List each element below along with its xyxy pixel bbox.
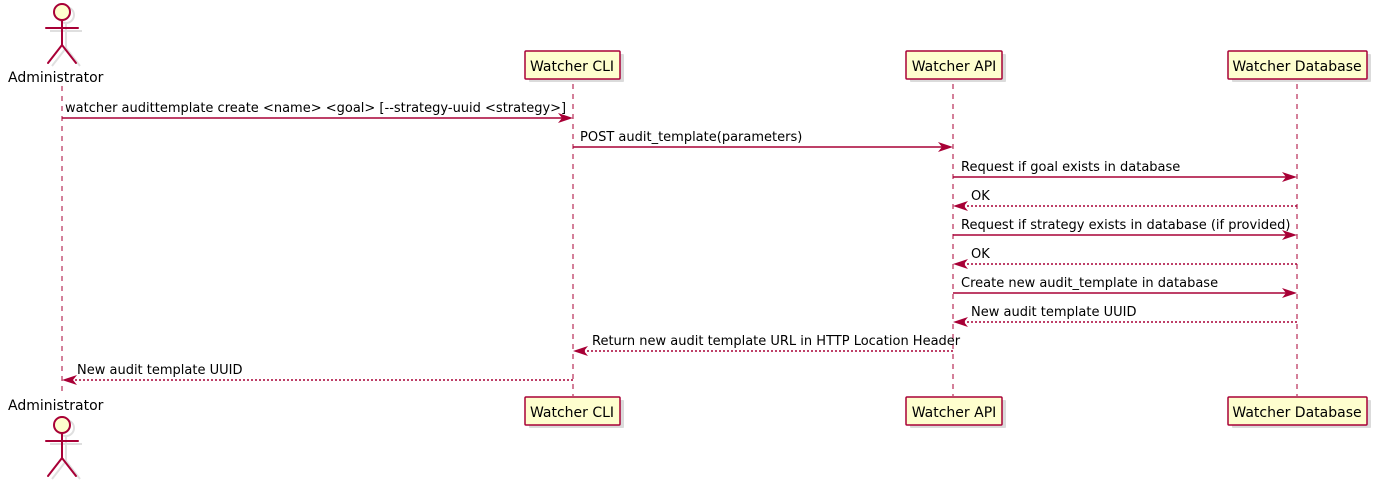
message-5-label: Request if strategy exists in database (… <box>961 218 1290 233</box>
message-2-label: POST audit_template(parameters) <box>580 130 802 145</box>
message-9: Return new audit template URL in HTTP Lo… <box>573 334 961 356</box>
message-3-arrowhead-icon <box>1282 172 1297 182</box>
message-9-label: Return new audit template URL in HTTP Lo… <box>592 334 961 349</box>
participant-box-watcher-api-top[interactable]: Watcher API <box>905 50 1006 82</box>
message-2: POST audit_template(parameters) <box>573 130 953 152</box>
actor-administrator-bottom: Administrator <box>8 398 104 480</box>
message-5-arrowhead-icon <box>1282 230 1297 240</box>
message-4-label: OK <box>971 189 990 204</box>
actor-label-administrator-top: Administrator <box>8 70 104 86</box>
actor-leg-right-icon <box>61 457 77 477</box>
participant-label-watcher-cli-bottom: Watcher CLI <box>530 405 614 421</box>
message-7: Create new audit_template in database <box>953 276 1297 298</box>
message-8-label: New audit template UUID <box>971 305 1136 320</box>
message-1-label: watcher audittemplate create <name> <goa… <box>65 101 566 116</box>
message-4: OK <box>953 189 1297 211</box>
message-6: OK <box>953 247 1297 269</box>
message-6-label: OK <box>971 247 990 262</box>
participant-box-watcher-api-bottom[interactable]: Watcher API <box>905 396 1006 428</box>
message-8-arrowhead-icon <box>953 317 968 327</box>
message-7-arrowhead-icon <box>1282 288 1297 298</box>
message-4-arrowhead-icon <box>953 201 968 211</box>
message-1-arrowhead-icon <box>558 113 573 123</box>
actor-head-icon <box>53 3 71 21</box>
actor-leg-right-icon <box>61 44 77 64</box>
message-9-arrowhead-icon <box>573 346 588 356</box>
message-1: watcher audittemplate create <name> <goa… <box>62 101 573 123</box>
actor-leg-left-icon <box>47 457 63 477</box>
message-7-label: Create new audit_template in database <box>961 276 1218 291</box>
actor-leg-left-icon <box>47 44 63 64</box>
lifelines <box>61 84 1298 396</box>
participant-label-watcher-api-top: Watcher API <box>912 59 997 75</box>
actor-administrator-top: Administrator <box>8 3 104 86</box>
message-10-arrowhead-icon <box>62 375 77 385</box>
message-3: Request if goal exists in database <box>953 160 1297 182</box>
participant-box-watcher-cli-bottom[interactable]: Watcher CLI <box>524 396 624 428</box>
participant-box-shape[interactable] <box>905 50 1003 80</box>
participant-label-watcher-api-bottom: Watcher API <box>912 405 997 421</box>
participant-box-shape[interactable] <box>1227 50 1368 80</box>
participant-box-watcher-cli-top[interactable]: Watcher CLI <box>524 50 624 82</box>
message-5: Request if strategy exists in database (… <box>953 218 1297 240</box>
participant-box-watcher-database-top[interactable]: Watcher Database <box>1227 50 1371 82</box>
message-8: New audit template UUID <box>953 305 1297 327</box>
participant-box-shape[interactable] <box>905 396 1003 426</box>
participant-box-shape[interactable] <box>524 396 621 426</box>
actor-label-administrator-bottom: Administrator <box>8 398 104 414</box>
message-3-label: Request if goal exists in database <box>961 160 1180 175</box>
participant-box-watcher-database-bottom[interactable]: Watcher Database <box>1227 396 1371 428</box>
participant-label-watcher-cli-top: Watcher CLI <box>530 59 614 75</box>
participant-label-watcher-database-top: Watcher Database <box>1232 59 1361 75</box>
message-2-arrowhead-icon <box>938 142 953 152</box>
participant-box-shape[interactable] <box>524 50 621 80</box>
participant-label-watcher-database-bottom: Watcher Database <box>1232 405 1361 421</box>
actor-head-icon <box>53 416 71 434</box>
message-6-arrowhead-icon <box>953 259 968 269</box>
message-10-label: New audit template UUID <box>77 363 242 378</box>
message-10: New audit template UUID <box>62 363 573 385</box>
participant-box-shape[interactable] <box>1227 396 1368 426</box>
